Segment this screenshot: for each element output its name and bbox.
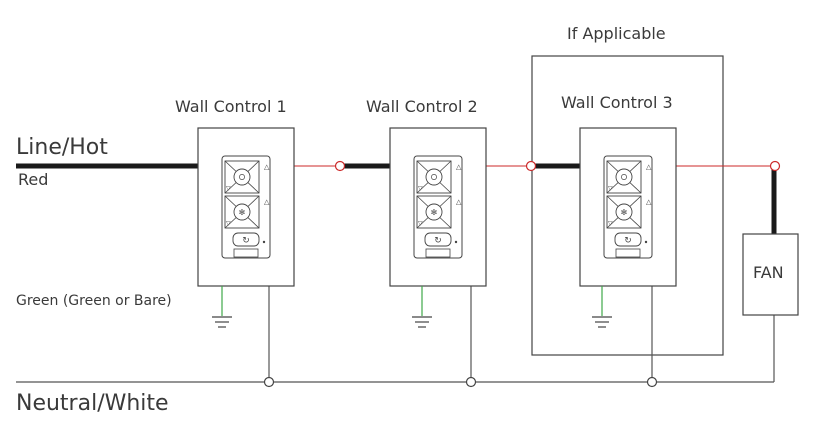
svg-text:△: △ [264, 198, 270, 206]
ground-icon [212, 316, 232, 328]
junction-red-2 [525, 160, 537, 172]
control-face: △ ▽ ✻ △ ▽ ↻ [221, 155, 271, 259]
ground-wires [221, 286, 603, 316]
fan-box [742, 233, 799, 316]
wall-control-2-title: Wall Control 2 [366, 97, 478, 116]
wall-control-1-title: Wall Control 1 [175, 97, 287, 116]
green-label: Green (Green or Bare) [16, 293, 172, 309]
fan-icon: ✻ [239, 208, 246, 217]
optional-enclosure [531, 55, 724, 356]
svg-text:△: △ [264, 163, 270, 171]
wall-control-2: △ ▽ ✻ △ ▽ ↻ [389, 127, 487, 287]
svg-text:▽: ▽ [226, 185, 231, 192]
svg-text:▽: ▽ [418, 185, 423, 192]
wall-control-3-title: Wall Control 3 [561, 93, 673, 112]
ground-icon [412, 316, 432, 328]
junction-red-1 [334, 160, 346, 172]
junction-neutral-3 [646, 376, 658, 388]
sync-icon: ↻ [624, 236, 632, 246]
wall-control-3: △ ▽ ✻ △ ▽ ↻ [579, 127, 677, 287]
svg-text:△: △ [646, 163, 652, 171]
neutral-drops [268, 286, 775, 382]
red-label: Red [18, 170, 49, 189]
light-icon [621, 174, 627, 180]
if-applicable-label: If Applicable [567, 24, 666, 43]
sync-icon: ↻ [434, 236, 442, 246]
svg-text:△: △ [456, 198, 462, 206]
junction-red-3 [769, 160, 781, 172]
svg-text:▽: ▽ [608, 185, 613, 192]
sync-icon: ↻ [242, 236, 250, 246]
control-face: △ ▽ ✻ △ ▽ ↻ [603, 155, 653, 259]
svg-text:△: △ [646, 198, 652, 206]
wall-control-1: △ ▽ ✻ △ ▽ ↻ [197, 127, 295, 287]
junction-neutral-1 [263, 376, 275, 388]
neutral-label: Neutral/White [16, 391, 169, 416]
light-icon [431, 174, 437, 180]
fan-icon: ✻ [621, 208, 628, 217]
junction-neutral-2 [465, 376, 477, 388]
light-icon [239, 174, 245, 180]
svg-text:▽: ▽ [226, 220, 231, 227]
control-face: △ ▽ ✻ △ ▽ ↻ [413, 155, 463, 259]
svg-text:▽: ▽ [608, 220, 613, 227]
ground-icon [592, 316, 612, 328]
svg-text:▽: ▽ [418, 220, 423, 227]
svg-text:△: △ [456, 163, 462, 171]
fan-icon: ✻ [431, 208, 438, 217]
fan-label: FAN [753, 263, 784, 282]
line-hot-label: Line/Hot [16, 135, 108, 160]
